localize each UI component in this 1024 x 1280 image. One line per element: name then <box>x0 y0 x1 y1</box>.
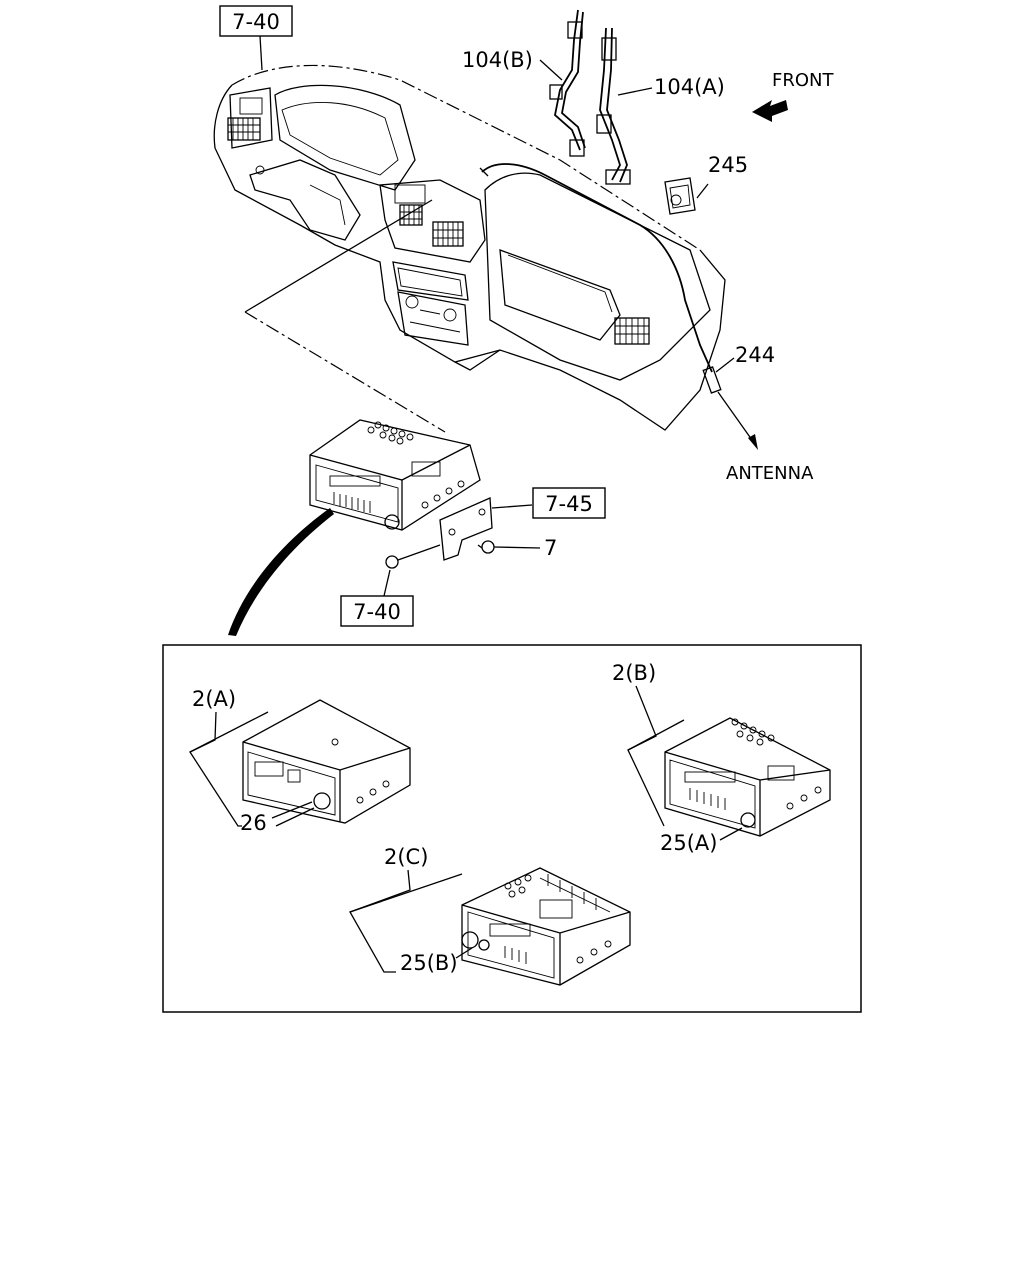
radio-variant-2c <box>461 867 631 986</box>
callout-swoosh <box>228 508 334 636</box>
left-vent <box>227 117 261 141</box>
label-25b: 25(B) <box>400 951 458 975</box>
label-104b: 104(B) <box>462 48 533 72</box>
variants-frame <box>162 644 862 1013</box>
label-antenna: ANTENNA <box>726 463 814 484</box>
label-104a: 104(A) <box>654 75 725 99</box>
instrument-panel <box>213 64 726 431</box>
screw-7 <box>477 540 541 554</box>
label-2a: 2(A) <box>192 687 236 711</box>
radio-main <box>309 419 481 531</box>
label-front: FRONT <box>772 70 834 91</box>
screw-7-40 <box>383 544 441 597</box>
label-245: 245 <box>708 153 748 177</box>
label-244: 244 <box>735 343 775 367</box>
radio-variant-2b <box>664 717 831 837</box>
ref-box-7-40-top <box>219 5 293 37</box>
label-26: 26 <box>240 811 267 835</box>
ref-7-40-screw: 7-40 <box>353 600 401 624</box>
label-2c: 2(C) <box>384 845 428 869</box>
ref-box-7-45 <box>532 487 606 519</box>
antenna-cable <box>479 163 758 450</box>
ref-box-7-40-screw <box>340 595 414 627</box>
label-7: 7 <box>544 536 557 560</box>
label-2b: 2(B) <box>612 661 656 685</box>
harness-104a <box>596 27 631 185</box>
bracket <box>439 497 533 561</box>
ref-7-45: 7-45 <box>545 492 593 516</box>
front-arrow <box>752 100 788 122</box>
clip-245 <box>664 177 709 215</box>
ref-7-40-top: 7-40 <box>232 10 280 34</box>
radio-variant-2a <box>242 699 411 824</box>
harness-104b <box>549 9 586 157</box>
right-vent <box>614 317 650 345</box>
label-25a: 25(A) <box>660 831 717 855</box>
